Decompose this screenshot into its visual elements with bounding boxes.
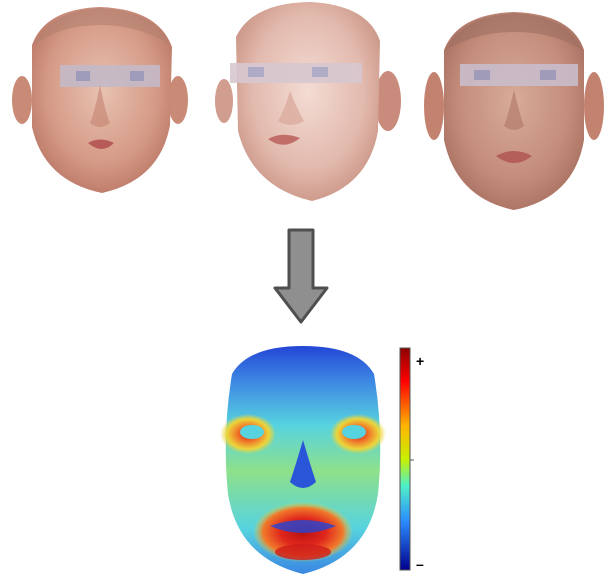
face-photo-3 <box>424 12 604 210</box>
heatmap-face <box>220 346 386 574</box>
colorbar-max-label: + <box>416 353 425 369</box>
colorbar-min-label: – <box>416 556 424 572</box>
pixelated-eyes <box>60 65 160 87</box>
face-photo-2 <box>215 2 401 201</box>
colorbar <box>399 347 414 571</box>
down-arrow-icon <box>273 228 329 324</box>
pixelated-eyes <box>460 64 578 86</box>
face-photo-1 <box>12 7 188 193</box>
